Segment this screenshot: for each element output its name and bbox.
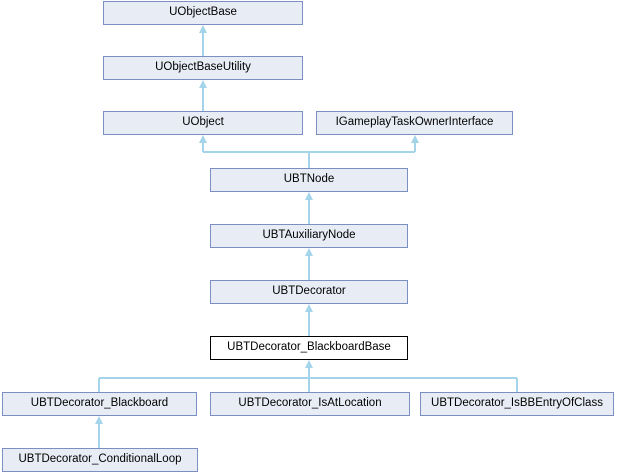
arrowhead-ubtnode xyxy=(305,192,313,200)
arrowhead-uobjectbase xyxy=(199,25,207,33)
arrowhead-blackboard xyxy=(95,416,103,424)
arrowhead-blackboardbase xyxy=(305,360,313,368)
node-label: UObjectBase xyxy=(169,6,237,19)
node-ubtdecorator-isbbentryofclass[interactable]: UBTDecorator_IsBBEntryOfClass xyxy=(420,392,614,416)
node-label: UBTDecorator_IsBBEntryOfClass xyxy=(431,397,603,410)
node-label: UObject xyxy=(182,116,224,129)
node-igameplaytaskownerinterface[interactable]: IGameplayTaskOwnerInterface xyxy=(316,111,513,135)
node-ubtdecorator[interactable]: UBTDecorator xyxy=(210,280,408,304)
node-label: IGameplayTaskOwnerInterface xyxy=(335,116,494,129)
node-ubtnode[interactable]: UBTNode xyxy=(210,168,408,192)
arrowhead-uobject xyxy=(199,135,207,143)
node-ubtdecorator-conditionalloop[interactable]: UBTDecorator_ConditionalLoop xyxy=(2,448,198,472)
arrowhead-ubtauxiliarynode xyxy=(305,248,313,256)
arrowhead-ubtdecorator xyxy=(305,304,313,312)
node-label: UBTDecorator_ConditionalLoop xyxy=(18,453,182,466)
node-label: UBTDecorator xyxy=(272,285,346,298)
node-ubtdecorator-blackboard[interactable]: UBTDecorator_Blackboard xyxy=(2,392,197,416)
node-label: UBTDecorator_IsAtLocation xyxy=(238,397,382,410)
node-label: UBTDecorator_Blackboard xyxy=(30,397,169,410)
node-label: UBTAuxiliaryNode xyxy=(262,229,356,242)
node-ubtauxiliarynode[interactable]: UBTAuxiliaryNode xyxy=(210,224,408,248)
arrowhead-uobjectbaseutility xyxy=(199,80,207,88)
node-uobjectbaseutility[interactable]: UObjectBaseUtility xyxy=(103,56,303,80)
arrowhead-igameplaytaskownerinterface xyxy=(411,135,419,143)
node-ubtdecorator-blackboardbase[interactable]: UBTDecorator_BlackboardBase xyxy=(210,336,408,360)
node-label: UObjectBaseUtility xyxy=(155,61,251,74)
node-uobjectbase[interactable]: UObjectBase xyxy=(103,1,303,25)
node-ubtdecorator-isatlocation[interactable]: UBTDecorator_IsAtLocation xyxy=(210,392,410,416)
node-label: UBTNode xyxy=(283,173,335,186)
node-uobject[interactable]: UObject xyxy=(103,111,303,135)
node-label: UBTDecorator_BlackboardBase xyxy=(227,341,391,354)
